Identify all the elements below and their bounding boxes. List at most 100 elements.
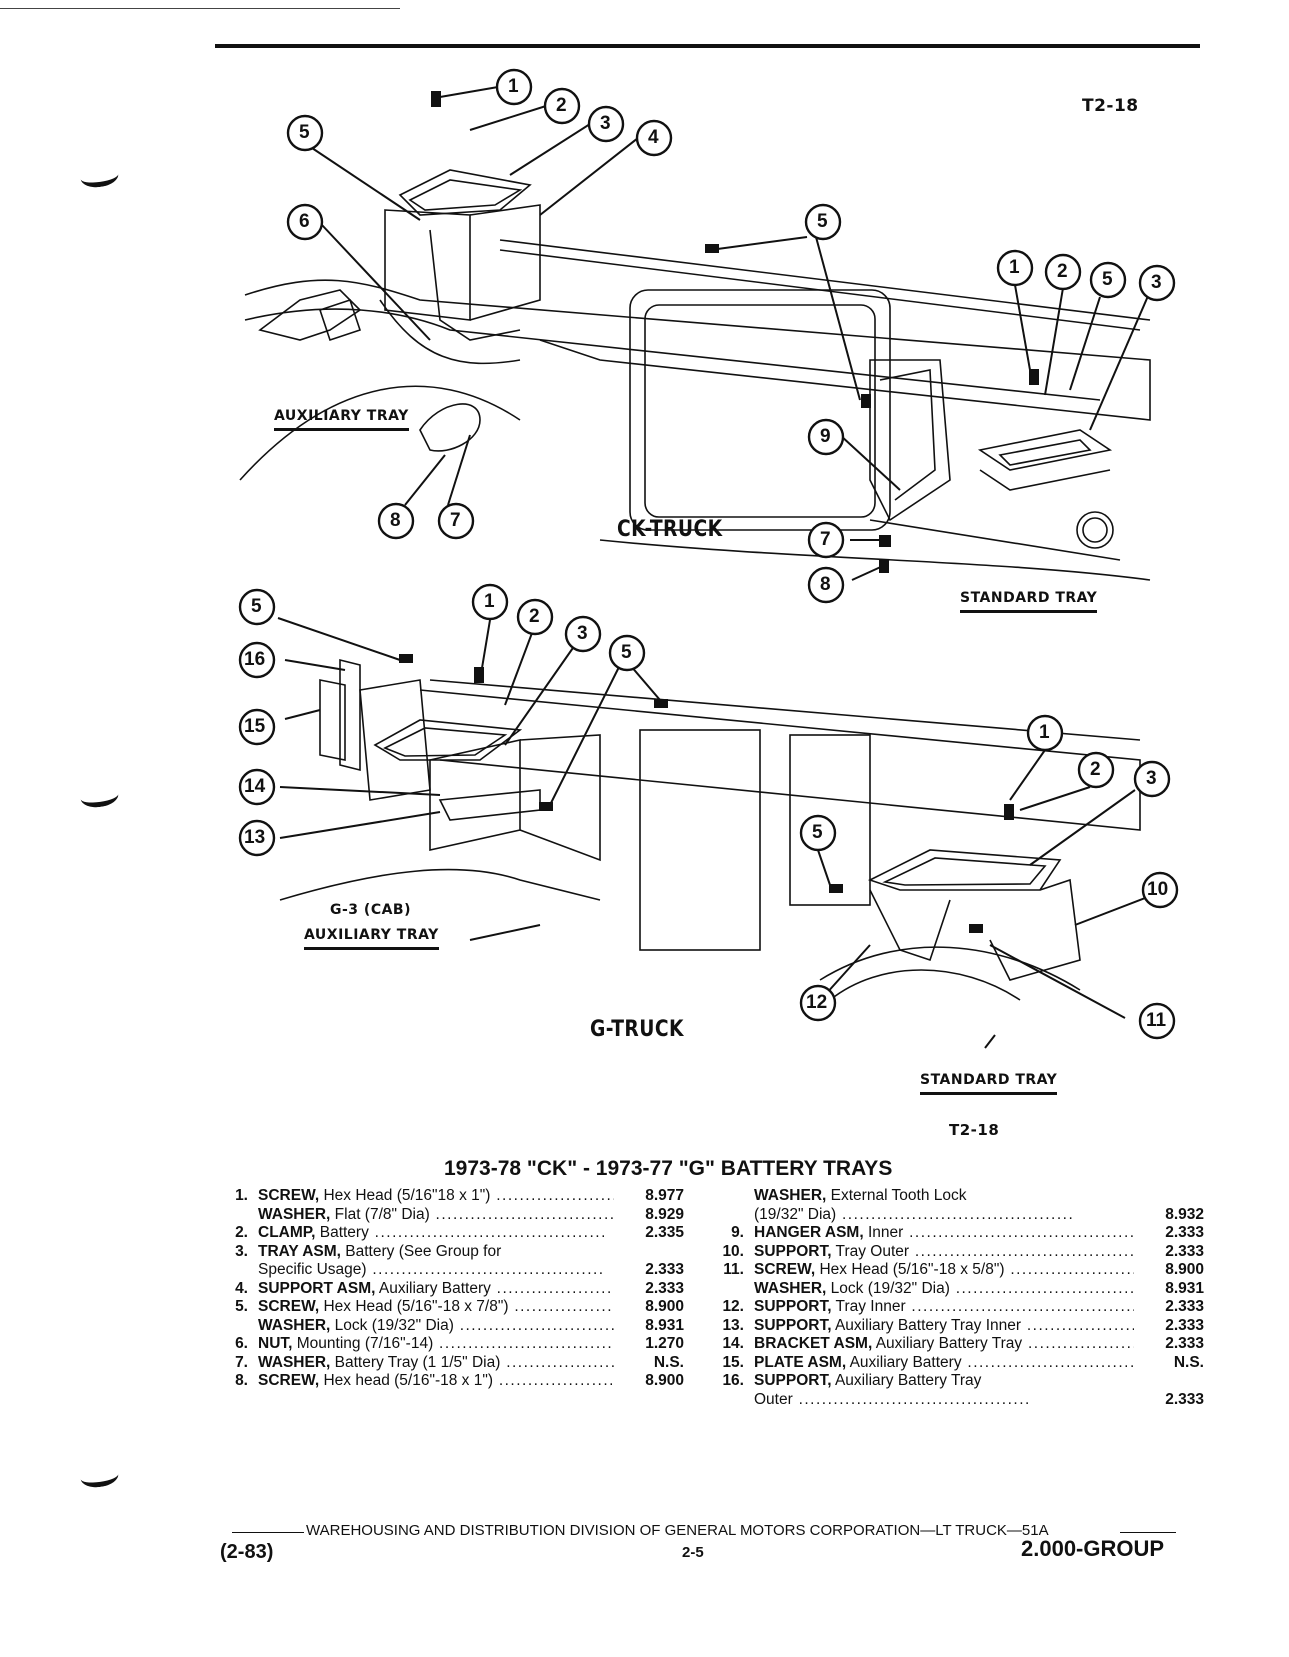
part-description: WASHER, Flat (7/8" Dia) ................… [258, 1206, 614, 1225]
leader-dots: ........................................ [967, 1353, 1134, 1371]
parts-row: 14. BRACKET ASM, Auxiliary Battery Tray .… [718, 1335, 1204, 1354]
parts-row: 9.HANGER ASM, Inner ....................… [718, 1224, 1204, 1243]
leader-dots: ........................................ [514, 1298, 614, 1315]
part-description: NUT, Mounting (7/16"-14) ...............… [258, 1335, 614, 1354]
part-number: 6. [235, 1335, 248, 1352]
callout-1: 1 [484, 591, 495, 612]
parts-row: Outer ..................................… [718, 1391, 1204, 1410]
parts-row: Specific Usage) ........................… [222, 1261, 684, 1280]
part-description: BRACKET ASM, Auxiliary Battery Tray ....… [754, 1335, 1134, 1354]
part-description: Outer ..................................… [754, 1391, 1134, 1410]
callout-12: 12 [806, 992, 828, 1013]
part-value: 8.900 [645, 1372, 684, 1389]
part-number: 14. [722, 1335, 744, 1352]
part-value: 1.270 [645, 1335, 684, 1352]
part-value: 2.333 [1165, 1242, 1204, 1260]
part-value: 8.931 [1165, 1279, 1204, 1297]
callout-3: 3 [600, 113, 611, 134]
part-detail: (19/32" Dia) [754, 1205, 837, 1223]
callout-3: 3 [577, 623, 588, 644]
parts-row: 12. SUPPORT, Tray Inner .................… [718, 1298, 1204, 1317]
leader-dots: ........................................ [1026, 1316, 1134, 1334]
parts-row: 3. TRAY ASM, Battery (See Group for [222, 1243, 684, 1262]
footer-rule-left [232, 1532, 304, 1533]
leader-dots: ........................................ [905, 1298, 1134, 1315]
callout-2: 2 [1090, 759, 1101, 780]
label-g-auxiliary-tray: AUXILIARY TRAY [304, 927, 439, 950]
part-number: 12. [722, 1298, 744, 1315]
title-ck-truck: CK-TRUCK [617, 517, 723, 542]
part-value: 8.931 [645, 1316, 684, 1334]
leader-dots: ........................................ [1027, 1335, 1134, 1352]
callout-numbers: 1 2 3 4 5 6 8 7 5 9 7 8 1 2 5 3 5 16 15 … [244, 76, 1168, 1031]
parts-row: WASHER, External Tooth Lock [718, 1187, 1204, 1206]
callout-2: 2 [529, 606, 540, 627]
leader-dots: ........................................ [496, 1187, 614, 1204]
part-description: WASHER, Lock (19/32" Dia) ..............… [754, 1280, 1134, 1299]
title-g-truck: G-TRUCK [590, 1017, 684, 1042]
leader-dots: ........................................ [498, 1372, 614, 1389]
parts-table-title: 1973-78 "CK" - 1973-77 "G" BATTERY TRAYS [444, 1157, 893, 1180]
callout-5: 5 [299, 122, 310, 143]
part-number: 3. [235, 1242, 248, 1260]
part-name: CLAMP, [258, 1224, 316, 1241]
leader-dots: ........................................ [366, 1261, 605, 1278]
part-detail: Auxiliary Battery [378, 1279, 491, 1297]
part-value: 2.333 [1165, 1224, 1204, 1241]
part-name: SUPPORT, [754, 1372, 832, 1389]
battery-tray-diagram: 1 2 3 4 5 6 8 7 5 9 7 8 1 2 5 3 5 16 15 … [238, 68, 1179, 1139]
callout-1: 1 [1009, 257, 1020, 278]
part-name: SUPPORT, [754, 1298, 832, 1315]
part-detail: Lock (19/32" Dia) [830, 1279, 950, 1297]
part-number: 2. [235, 1224, 248, 1241]
part-detail: Tray Outer [835, 1242, 910, 1260]
part-value: 2.333 [645, 1279, 684, 1297]
part-description: SUPPORT, Tray Inner ....................… [754, 1298, 1134, 1317]
part-name: WASHER, [258, 1316, 331, 1334]
leader-dots: ........................................ [955, 1279, 1134, 1297]
part-description: SCREW, Hex Head (5/16"-18 x 7/8") ......… [258, 1298, 614, 1317]
callout-16: 16 [244, 649, 266, 670]
part-value: 2.335 [645, 1224, 684, 1241]
callout-4: 4 [648, 127, 659, 148]
part-name: SUPPORT, [754, 1316, 832, 1334]
leader-dots: ........................................ [836, 1205, 1075, 1223]
parts-row: WASHER, Flat (7/8" Dia) ................… [222, 1206, 684, 1225]
part-description: SCREW, Hex head (5/16"-18 x 1") ........… [258, 1372, 614, 1391]
parts-row: 13.SUPPORT, Auxiliary Battery Tray Inner… [718, 1317, 1204, 1336]
part-detail: Hex Head (5/16"-18 x 5/8") [819, 1261, 1005, 1278]
callout-7: 7 [450, 510, 461, 531]
part-value: 2.333 [1165, 1390, 1204, 1408]
part-value: 2.333 [1165, 1298, 1204, 1315]
footer-page-number: 2-5 [682, 1544, 704, 1561]
part-description: HANGER ASM, Inner ......................… [754, 1224, 1134, 1243]
part-description: TRAY ASM, Battery (See Group for [258, 1243, 614, 1262]
part-detail: Auxiliary Battery [849, 1353, 962, 1371]
part-number: 1. [235, 1187, 248, 1204]
callout-11: 11 [1146, 1010, 1167, 1031]
figure-ref-bottom: T2-18 [949, 1121, 1000, 1139]
part-detail: Mounting (7/16"-14) [296, 1335, 434, 1352]
part-number: 8. [235, 1372, 248, 1389]
parts-row: WASHER, Lock (19/32" Dia) ..............… [222, 1317, 684, 1336]
part-detail: Battery [319, 1224, 369, 1241]
callout-1: 1 [508, 76, 519, 97]
leader-dots: ........................................ [368, 1224, 607, 1241]
part-description: SCREW, Hex Head (5/16"18 x 1") .........… [258, 1187, 614, 1206]
part-name: SCREW, [258, 1372, 320, 1389]
callout-2: 2 [1057, 261, 1068, 282]
callout-6: 6 [299, 211, 310, 232]
footer-rule-right [1120, 1532, 1176, 1533]
callout-3: 3 [1151, 272, 1162, 293]
part-description: WASHER, Battery Tray (1 1/5" Dia) ......… [258, 1354, 614, 1373]
part-detail: Tray Inner [835, 1298, 906, 1315]
part-value: 2.333 [645, 1261, 684, 1278]
part-detail: Hex Head (5/16"-18 x 7/8") [323, 1298, 509, 1315]
leader-dots: ........................................ [459, 1316, 614, 1334]
parts-list-right: WASHER, External Tooth Lock (19/32" Dia)… [718, 1187, 1204, 1409]
parts-row: 4.SUPPORT ASM, Auxiliary Battery .......… [222, 1280, 684, 1299]
part-number: 16. [722, 1372, 744, 1389]
part-value: 8.929 [645, 1205, 684, 1223]
leader-dots: ........................................ [903, 1224, 1134, 1241]
label-standard-tray: STANDARD TRAY [960, 590, 1098, 613]
